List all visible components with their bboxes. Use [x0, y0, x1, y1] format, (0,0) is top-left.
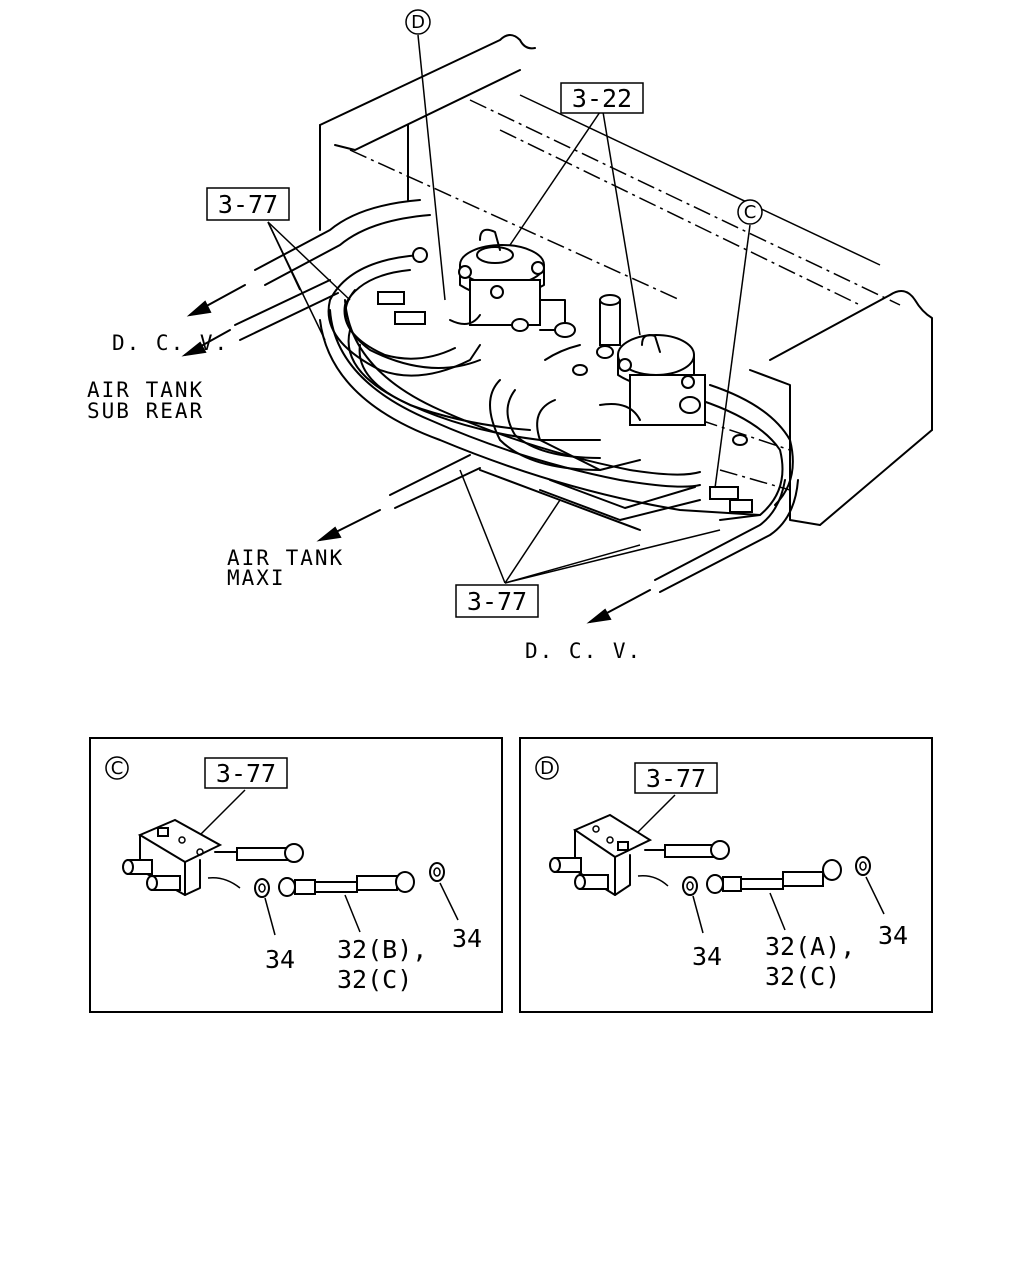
detail-d-washer-right [855, 856, 871, 876]
main-view: D C 3-22 3-77 3-77 D. C. V. AIR TANK SUB… [87, 9, 933, 663]
relay-valve-upper [449, 228, 576, 338]
label-air-tank-maxi-2: MAXI [227, 566, 286, 590]
label-air-tank-maxi-1: AIR TANK [227, 546, 344, 570]
svg-text:C: C [111, 758, 124, 779]
detail-d-upper-hose [644, 840, 730, 860]
detail-d-part-34-left: 34 [692, 942, 722, 971]
detail-d-part-32-line2: 32(C) [765, 962, 840, 991]
detail-c-washer-right [429, 862, 445, 882]
label-dcv-left: D. C. V. [112, 331, 229, 355]
detail-d-bracket [549, 813, 653, 896]
detail-c-panel: C 3-77 [89, 737, 503, 1013]
svg-text:3-77: 3-77 [646, 764, 706, 793]
chassis-frame [319, 34, 933, 531]
detail-d-lower-hose [706, 859, 842, 894]
detail-c-washer-left [254, 878, 270, 898]
label-air-tank-sub-rear-2: SUB REAR [87, 399, 204, 423]
ref-box-3-77-bottom: 3-77 [455, 584, 539, 618]
detail-d-part-32-line1: 32(A), [765, 932, 855, 961]
detail-d-panel: D 3-77 [519, 737, 933, 1013]
relay-valve-lower [572, 294, 748, 446]
detail-d-ref-box: 3-77 [634, 762, 718, 794]
svg-text:3-77: 3-77 [216, 759, 276, 788]
detail-c-ref-box: 3-77 [204, 757, 288, 789]
svg-text:C: C [744, 202, 757, 223]
detail-d-marker: D [535, 756, 559, 780]
detail-c-part-34-right: 34 [452, 924, 482, 953]
label-air-tank-sub-rear-1: AIR TANK [87, 378, 204, 402]
detail-d-part-34-right: 34 [878, 921, 908, 950]
ref-box-3-22: 3-22 [560, 82, 644, 114]
leader-lines [267, 34, 751, 584]
label-dcv-bottom: D. C. V. [525, 639, 642, 663]
ref-box-3-77-left: 3-77 [206, 187, 290, 221]
detail-c-lower-hose [278, 871, 415, 897]
hose-fittings [377, 247, 753, 513]
svg-text:3-22: 3-22 [572, 84, 632, 113]
detail-c-part-32-line2: 32(C) [337, 965, 412, 994]
detail-marker-c: C [737, 199, 763, 225]
air-hoses [234, 199, 799, 593]
detail-c-upper-hose [214, 843, 304, 863]
svg-text:3-77: 3-77 [467, 587, 527, 616]
detail-c-bracket [122, 818, 223, 896]
detail-c-marker: C [105, 756, 129, 780]
svg-text:D: D [540, 758, 554, 779]
detail-c-part-34-left: 34 [265, 945, 295, 974]
svg-text:D: D [411, 12, 425, 33]
detail-c-part-32-line1: 32(B), [337, 935, 427, 964]
flow-arrows [181, 284, 651, 624]
detail-d-washer-left [682, 876, 698, 896]
detail-marker-d: D [405, 9, 431, 35]
svg-text:3-77: 3-77 [218, 190, 278, 219]
